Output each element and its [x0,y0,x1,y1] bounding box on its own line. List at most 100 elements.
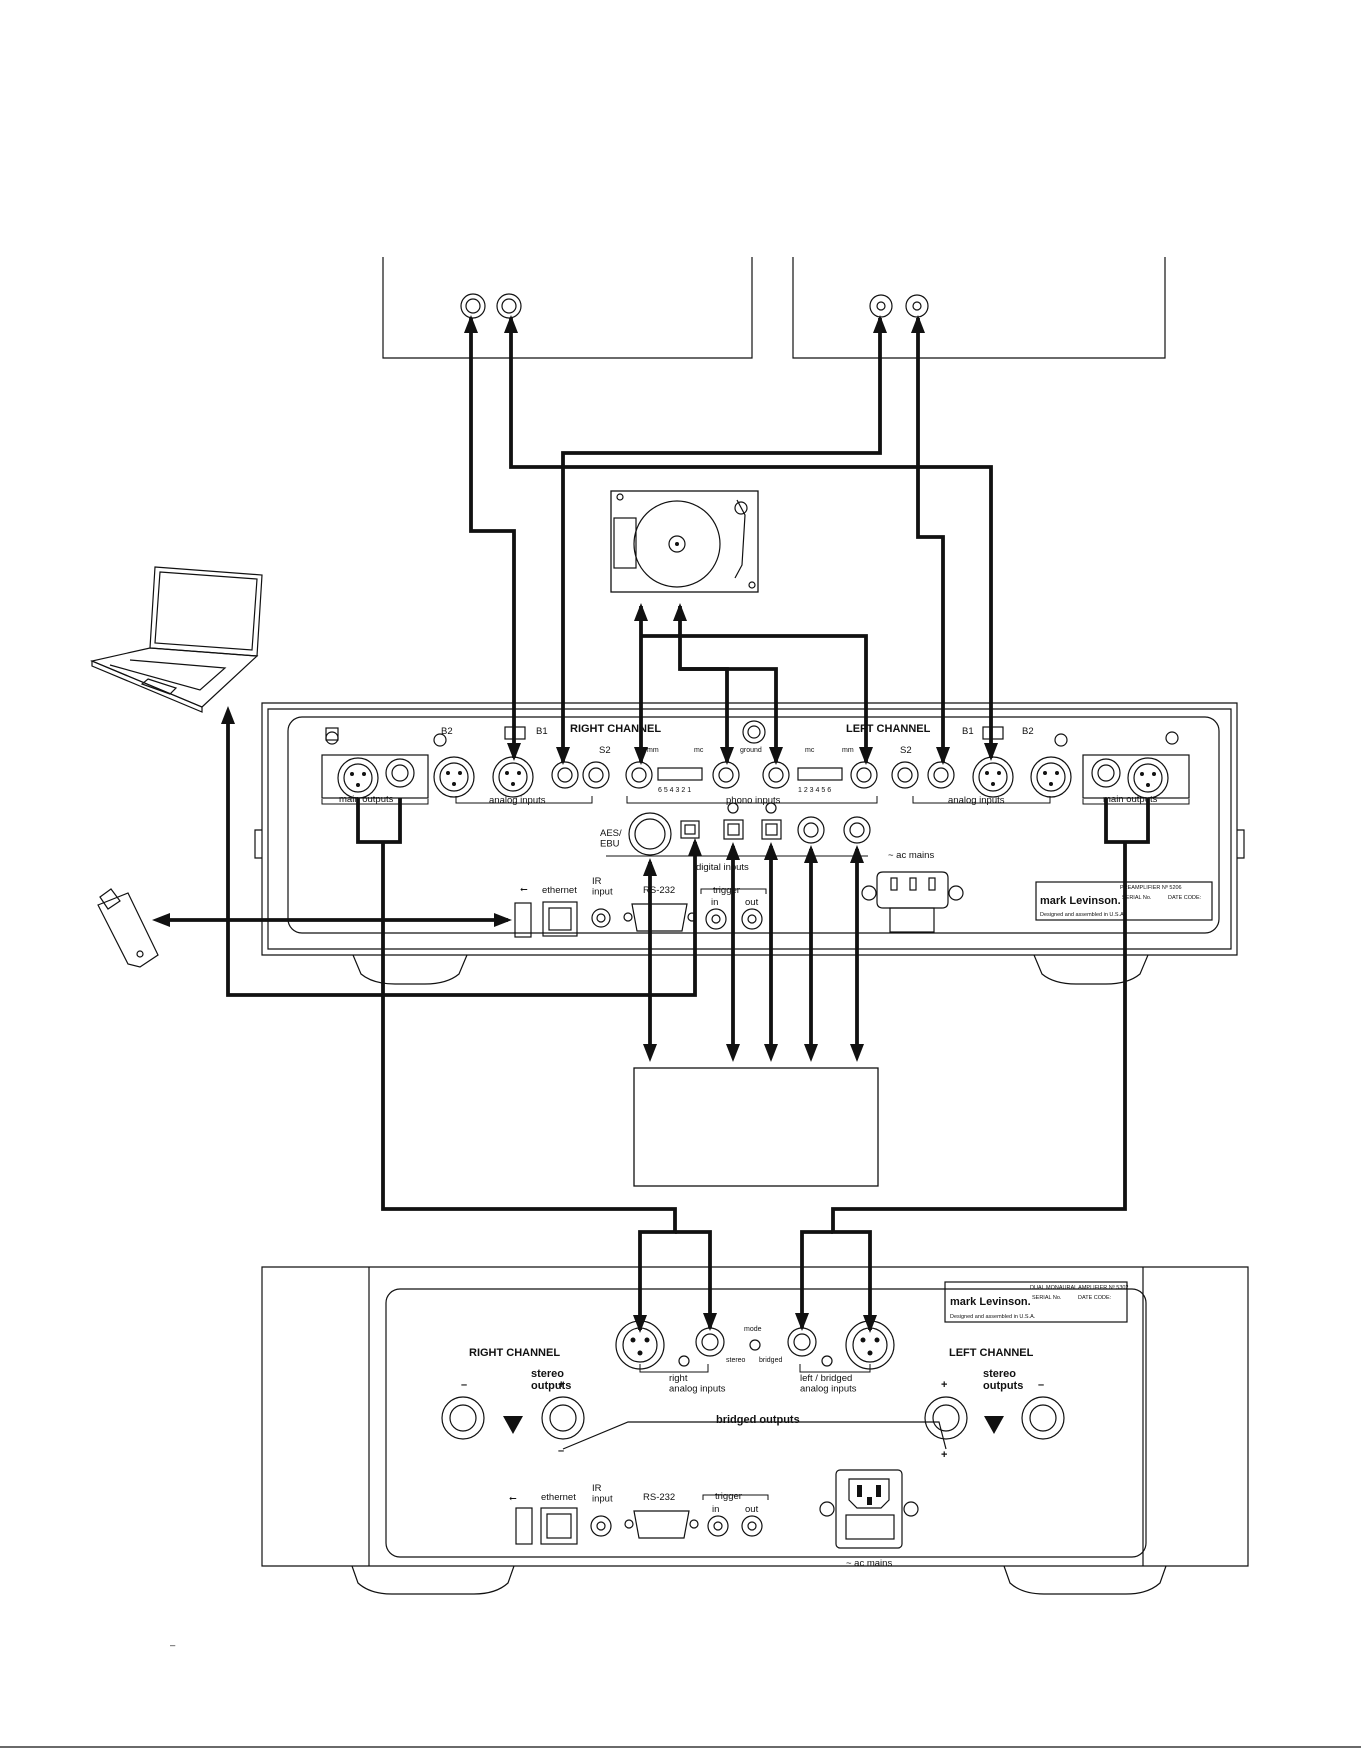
b2-label-right: B2 [441,726,453,737]
mc-label-left: mc [805,747,815,754]
bridged-outputs-label: bridged outputs [716,1414,800,1426]
digital-source-component [633,1067,879,1187]
s2-label-right: S2 [599,745,611,756]
dip-label-right: 6 5 4 3 2 1 [658,787,691,794]
mc-label-right: mc [694,747,704,754]
turntable-icon [610,490,759,593]
rca-output-left [869,294,893,318]
amp-usb-a-port [515,1507,533,1545]
digital-inputs-label: digital inputs [696,862,749,873]
speaker-terminal-right-negative [441,1396,485,1440]
main-output-rca-right [385,758,415,788]
phono-mm-left [850,761,878,789]
usb-symbol: ⭠ [520,884,528,895]
analog-input-b1-left [972,756,1014,798]
preamp-tagline: Designed and assembled in U.S.A. [1040,912,1126,918]
laptop-icon [90,566,263,713]
phono-inputs-label: phono inputs [726,795,781,806]
mm-label-left: mm [842,747,854,754]
ac-inlet-amp [835,1469,903,1549]
optical-input-1 [723,819,744,840]
plus-right-1: + [558,1379,564,1391]
amp-usb-symbol: ⭠ [509,1493,517,1504]
optical-input-2 [761,819,782,840]
unbalanced-source-component [792,257,1166,359]
analog-inputs-label-right: analog inputs [489,795,546,806]
preamplifier-rear-panel: main outputs B2 B1 S2 analog inputs RIGH… [254,702,1245,985]
rs232-port [631,903,688,932]
amp-model: DUAL MONAURAL AMPLIFIER Nº 5302 [1030,1284,1129,1291]
xlr-output-left [460,293,486,319]
preamp-brand-logo: mark Levinson. [1040,895,1121,907]
aes-ebu-input [628,812,672,856]
preamp-date-code: DATE CODE: [1168,895,1202,901]
trigger-out-label: out [745,897,759,908]
dip-label-left: 1 2 3 4 5 6 [798,787,831,794]
trigger-label: trigger [713,885,740,896]
analog-inputs-label-left: analog inputs [948,795,1005,806]
plus-left-1: + [941,1379,947,1391]
warning-icon-right [503,1416,523,1434]
amp-trigger-label: trigger [715,1491,742,1502]
footer-mark: – [170,1640,176,1651]
ac-mains-label-preamp: ~ ac mains [888,850,934,861]
amp-ethernet-port [540,1507,578,1545]
preamp-serial: SERIAL No. [1122,895,1152,901]
amp-trigger-out-jack [741,1515,763,1537]
s2-label-left: S2 [900,745,912,756]
ethernet-label: ethernet [542,885,577,896]
coax-input-1 [797,816,825,844]
amp-rs232-port [633,1510,690,1539]
amp-brand-plate [944,1281,1128,1323]
main-output-rca-left [1091,758,1121,788]
mode-stereo-label: stereo [726,1357,746,1364]
usb-a-port [514,902,532,938]
amp-ir-input-jack [590,1515,612,1537]
usb-stick-icon [97,888,159,968]
usb-b-input [680,820,700,839]
trigger-in-label: in [711,897,718,908]
speaker-terminal-left-positive [924,1396,968,1440]
phono-mm-right [625,761,653,789]
ac-mains-label-amp: ~ ac mains [846,1558,892,1569]
b1-label-right: B1 [536,726,548,737]
preamp-left-channel-label: LEFT CHANNEL [846,723,931,735]
ac-inlet-preamp [876,871,949,909]
rca-output-right [905,294,929,318]
trigger-out-jack [741,908,763,930]
speaker-terminal-right-positive [541,1396,585,1440]
preamp-right-channel-label: RIGHT CHANNEL [570,723,661,735]
ground-post [742,720,766,744]
b2-label-left: B2 [1022,726,1034,737]
preamp-model: PREAMPLIFIER Nº 5206 [1120,884,1182,891]
plus-bridged: + [941,1449,947,1461]
phono-mc-right [712,761,740,789]
minus-left-1: – [1038,1379,1044,1391]
amp-rca-input-right [695,1327,725,1357]
minus-right-1: – [461,1379,467,1391]
main-outputs-label-left: main outputs [1103,794,1158,805]
arrowheads [152,315,998,1333]
amp-ethernet-label: ethernet [541,1492,576,1503]
b1-label-left: B1 [962,726,974,737]
amp-right-channel-label: RIGHT CHANNEL [469,1347,560,1359]
rs232-label: RS-232 [643,885,675,896]
amp-rs232-label: RS-232 [643,1492,675,1503]
speaker-terminal-left-negative [1021,1396,1065,1440]
mode-bridged-label: bridged [759,1357,782,1364]
trigger-in-jack [705,908,727,930]
balanced-source-component [382,257,753,359]
amp-trigger-out-label: out [745,1504,759,1515]
aes-ebu-label: AES/EBU [600,828,622,849]
amp-rca-input-left [787,1327,817,1357]
amp-trigger-in-label: in [712,1504,719,1515]
amp-trigger-in-jack [707,1515,729,1537]
phono-mc-left [762,761,790,789]
